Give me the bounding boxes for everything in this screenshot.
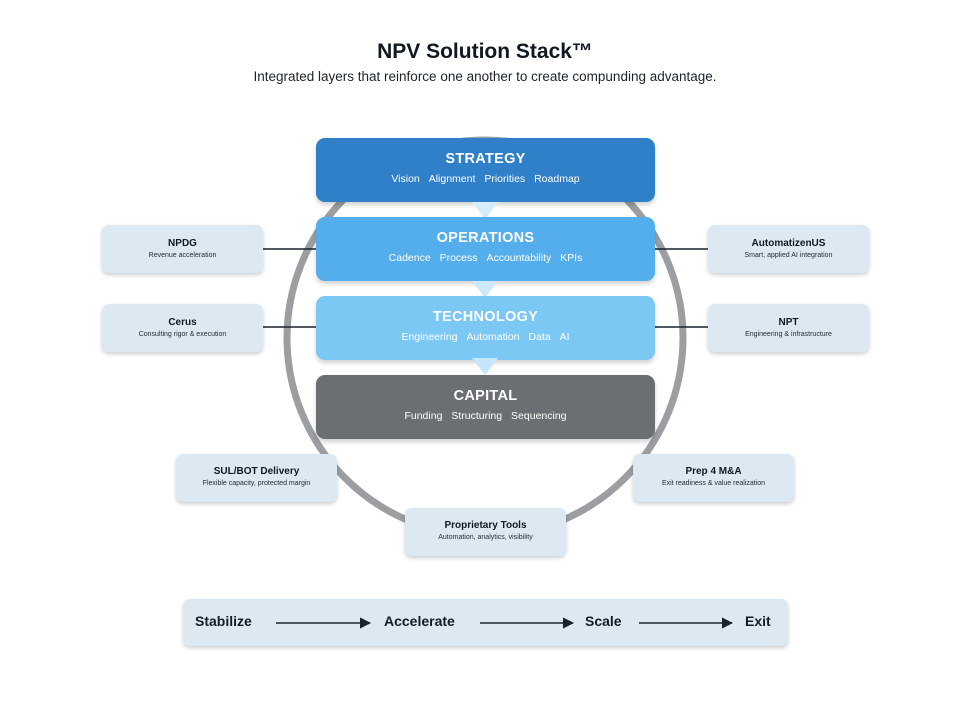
layer-item: Cadence bbox=[388, 252, 431, 264]
box-cerus-subtitle: Consulting rigor & execution bbox=[138, 331, 227, 338]
box-proprietary-tools: Proprietary Tools Automation, analytics,… bbox=[405, 508, 566, 556]
down-triangle-icon bbox=[472, 358, 498, 375]
diagram-subtitle: Integrated layers that reinforce one ano… bbox=[253, 69, 717, 84]
box-sul-bot-delivery: SUL/BOT Delivery Flexible capacity, prot… bbox=[176, 454, 337, 502]
layer-item: KPIs bbox=[560, 252, 583, 264]
layer-item: Vision bbox=[391, 173, 420, 185]
box-proprietary-tools-title: Proprietary Tools bbox=[444, 520, 527, 531]
layer-item: Roadmap bbox=[534, 173, 580, 185]
box-npdg-subtitle: Revenue acceleration bbox=[148, 252, 217, 259]
lifecycle-flow: Stabilize Accelerate Scale Exit bbox=[183, 599, 788, 646]
box-prep-4-ma: Prep 4 M&A Exit readiness & value realiz… bbox=[633, 454, 794, 502]
diagram-title: NPV Solution Stack™ bbox=[377, 40, 593, 63]
box-npt-title: NPT bbox=[778, 317, 799, 328]
flow-step-accelerate: Accelerate bbox=[384, 613, 455, 629]
box-automatizenus-subtitle: Smart, applied AI integration bbox=[744, 252, 833, 259]
layer-item: Engineering bbox=[401, 331, 458, 343]
box-automatizenus-title: AutomatizenUS bbox=[751, 238, 826, 249]
box-prep-4-ma-title: Prep 4 M&A bbox=[685, 466, 742, 477]
box-sul-bot-delivery-subtitle: Flexible capacity, protected margin bbox=[202, 480, 311, 487]
box-npt: NPT Engineering & infrastructure bbox=[708, 304, 869, 352]
layer-strategy-title: STRATEGY bbox=[445, 151, 526, 167]
box-prep-4-ma-subtitle: Exit readiness & value realization bbox=[661, 480, 766, 487]
layer-strategy: STRATEGY Vision Alignment Priorities Roa… bbox=[316, 138, 655, 202]
box-npt-subtitle: Engineering & infrastructure bbox=[745, 331, 832, 338]
box-sul-bot-delivery-title: SUL/BOT Delivery bbox=[213, 466, 300, 477]
layer-item: Process bbox=[439, 252, 478, 264]
layer-item: Alignment bbox=[428, 173, 476, 185]
box-npdg: NPDG Revenue acceleration bbox=[102, 225, 263, 273]
box-npdg-title: NPDG bbox=[168, 238, 197, 249]
layer-technology: TECHNOLOGY Engineering Automation Data A… bbox=[316, 296, 655, 360]
flow-arrows bbox=[276, 617, 734, 629]
box-cerus-title: Cerus bbox=[168, 317, 197, 328]
layer-item: Structuring bbox=[451, 410, 503, 422]
layer-item: Accountability bbox=[486, 252, 552, 264]
layer-item: Funding bbox=[404, 410, 443, 422]
layer-operations: OPERATIONS Cadence Process Accountabilit… bbox=[316, 217, 655, 281]
box-automatizenus: AutomatizenUS Smart, applied AI integrat… bbox=[708, 225, 869, 273]
layer-item: Automation bbox=[466, 331, 520, 343]
flow-step-exit: Exit bbox=[745, 613, 771, 629]
down-triangle-icon bbox=[472, 281, 498, 298]
layer-capital: CAPITAL Funding Structuring Sequencing bbox=[316, 375, 655, 439]
down-triangle-icon bbox=[472, 202, 498, 219]
layer-item: Priorities bbox=[484, 173, 526, 185]
layer-item: Sequencing bbox=[511, 410, 567, 422]
layer-operations-title: OPERATIONS bbox=[436, 230, 535, 246]
box-cerus: Cerus Consulting rigor & execution bbox=[102, 304, 263, 352]
layer-capital-title: CAPITAL bbox=[453, 388, 518, 404]
flow-step-scale: Scale bbox=[585, 613, 622, 629]
layer-technology-title: TECHNOLOGY bbox=[432, 309, 539, 325]
layer-item: AI bbox=[559, 331, 570, 343]
box-proprietary-tools-subtitle: Automation, analytics, visibility bbox=[438, 534, 533, 541]
flow-step-stabilize: Stabilize bbox=[195, 613, 252, 629]
layer-item: Data bbox=[528, 331, 551, 343]
